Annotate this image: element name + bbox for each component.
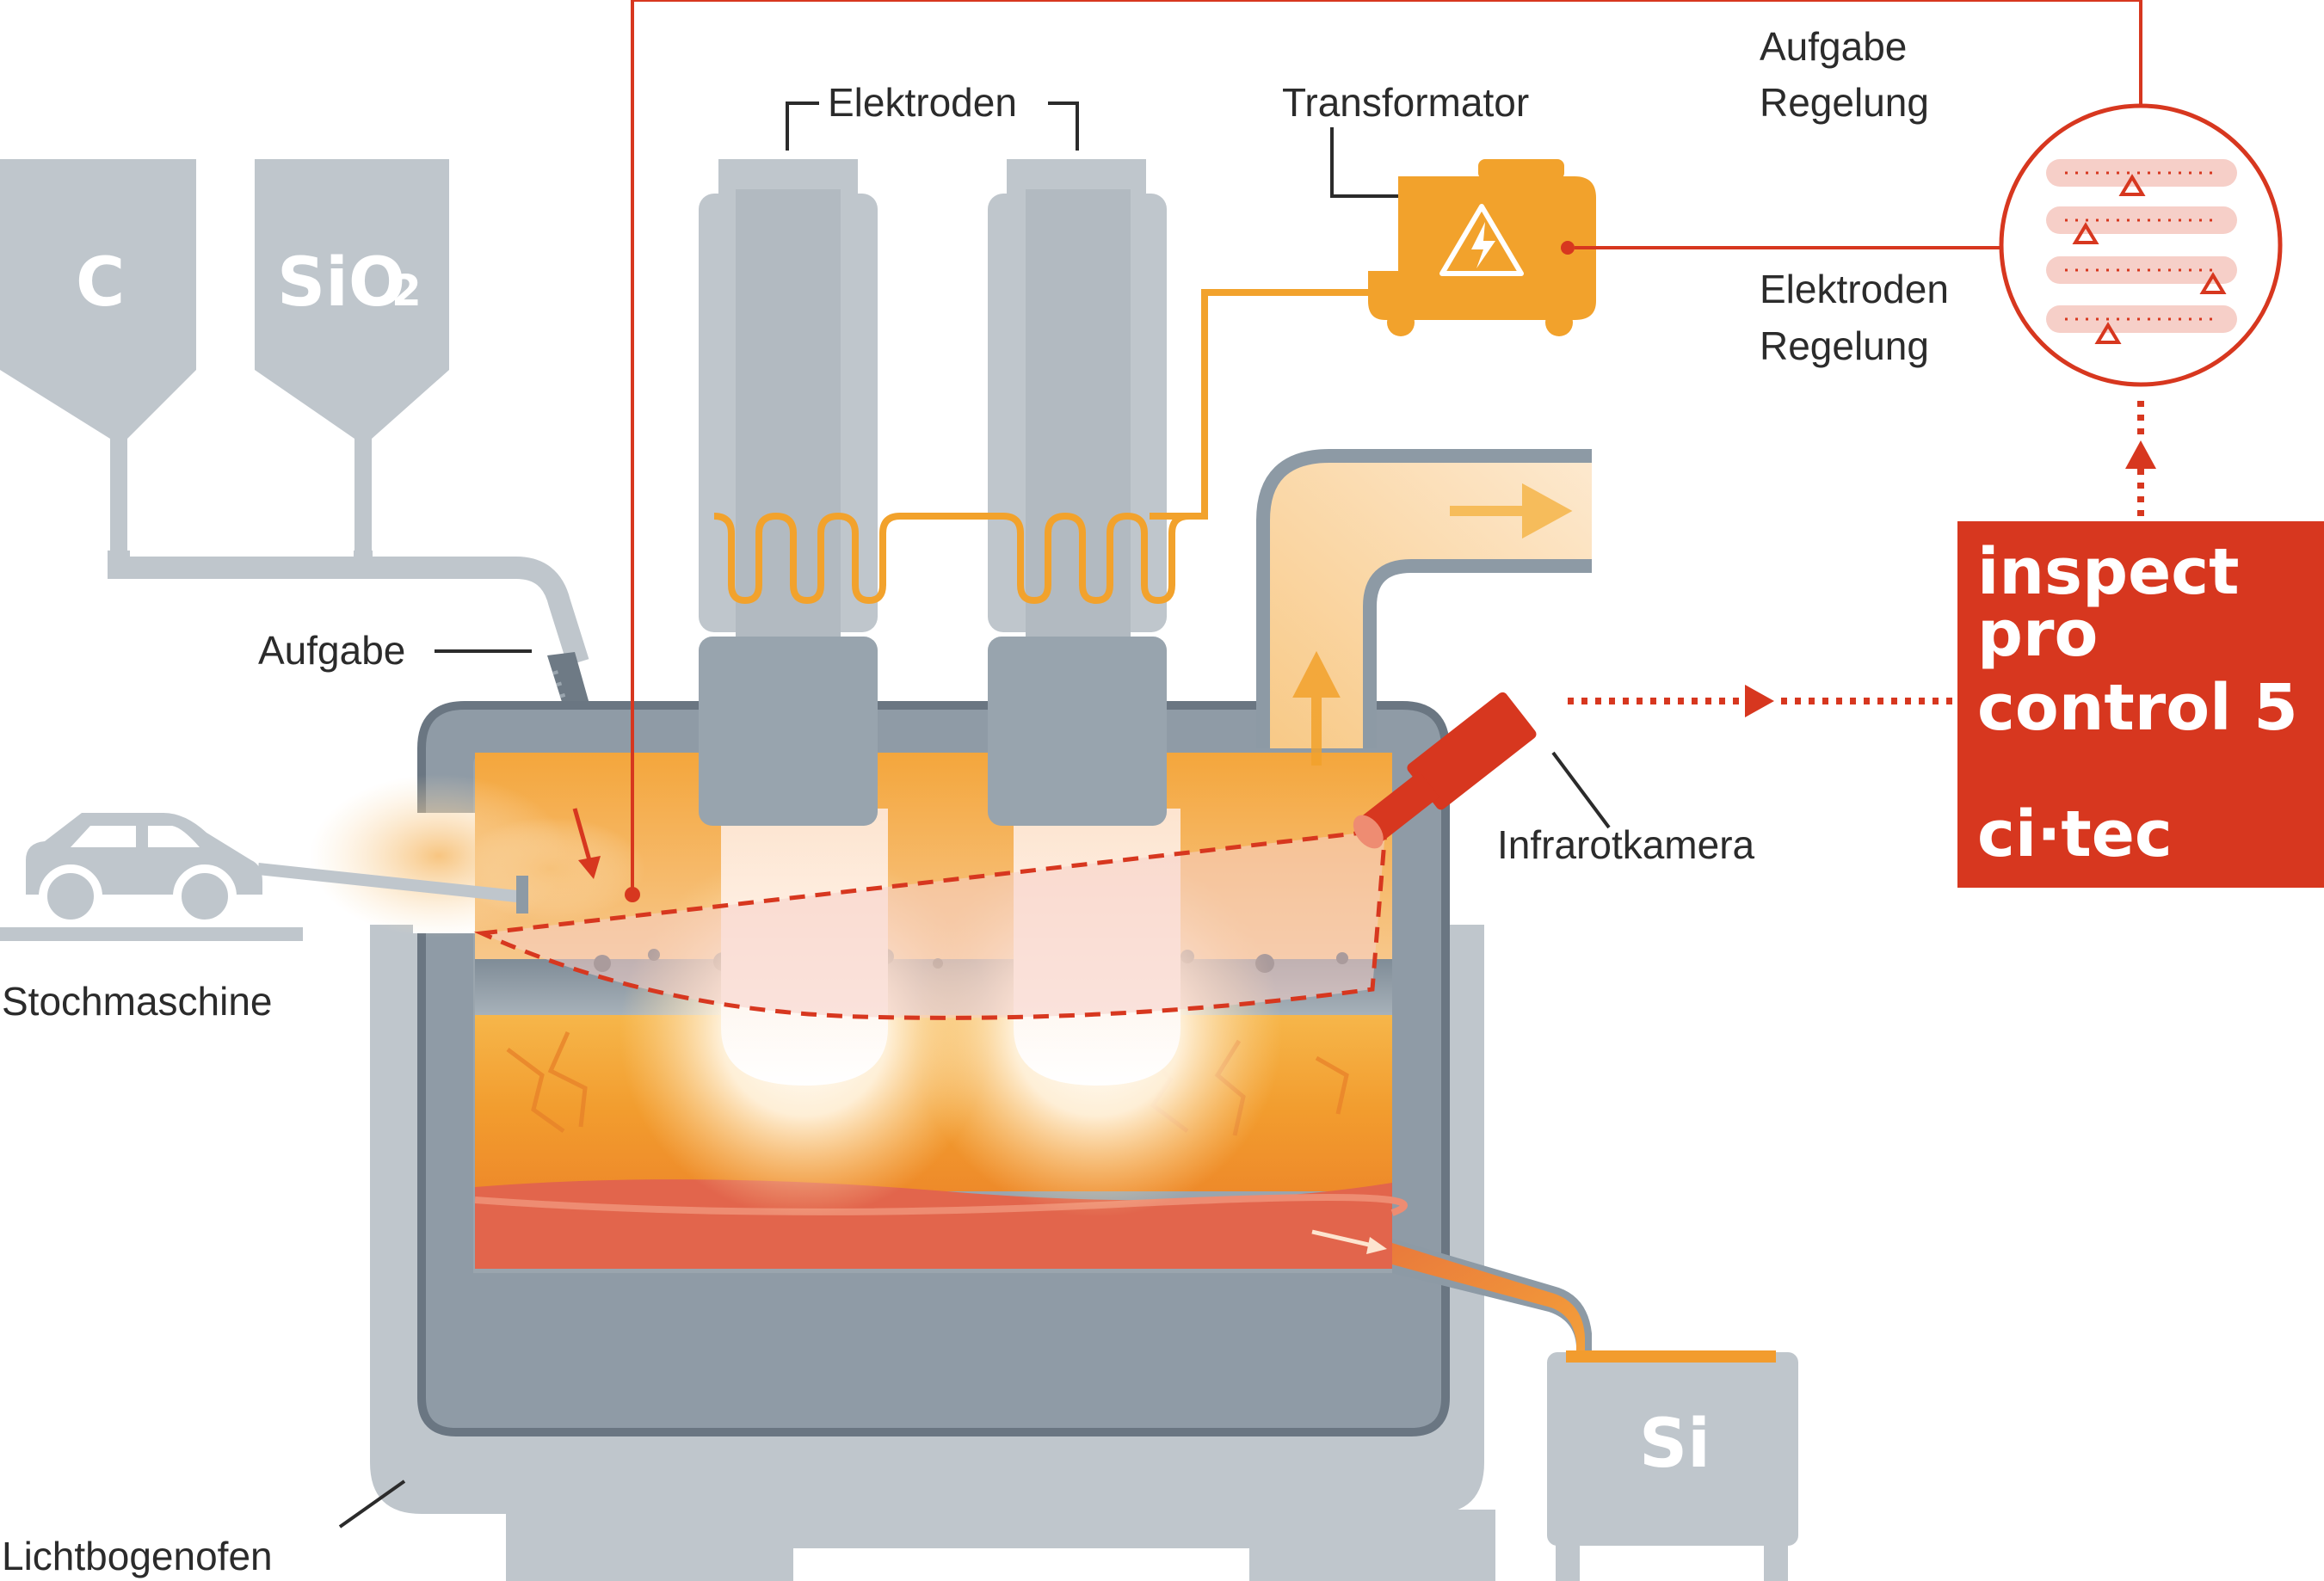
- electrodes-bracket: [786, 102, 1079, 151]
- feed-label: Aufgabe: [258, 628, 405, 673]
- feed-pipe: [108, 551, 589, 666]
- hopper-c: [0, 159, 196, 555]
- control-display: [1999, 103, 2283, 387]
- feed-control-label-1: Aufgabe: [1760, 24, 1907, 69]
- ir-camera-leader: [1551, 751, 1611, 829]
- transformer-label: Transformator: [1282, 80, 1529, 125]
- feed-control-line: [631, 0, 2142, 895]
- camera-field-of-view: [473, 827, 1388, 1020]
- tapping-arrow: [1311, 1229, 1373, 1248]
- brand-line-1: inspect: [1977, 535, 2240, 609]
- transformer: [1368, 159, 1596, 336]
- electrode-left: [699, 159, 878, 826]
- silicon-ladle: [1547, 1350, 1798, 1581]
- hopper-c-label: C: [76, 244, 125, 322]
- electrode-control-label-1: Elektroden: [1760, 267, 1949, 311]
- electrode-control-label-2: Regelung: [1760, 323, 1929, 368]
- electrode-right: [988, 159, 1167, 826]
- furnace-leader: [338, 1479, 406, 1529]
- exhaust-arrow-right: [1450, 483, 1573, 539]
- feed-direction-arrow: [572, 808, 592, 861]
- high-voltage-icon: [1439, 204, 1524, 276]
- hopper-sio2-subscript: 2: [391, 266, 422, 316]
- feed-control-label-2: Regelung: [1760, 80, 1929, 125]
- stoking-vehicle-icon: [0, 813, 528, 941]
- exhaust-arrow-up: [1292, 650, 1341, 766]
- furnace-label: Lichtbogenofen: [2, 1534, 273, 1578]
- stoking-machine-label: Stochmaschine: [2, 979, 273, 1024]
- brand-company: ci·tec: [1977, 797, 2173, 871]
- exhaust-duct: [1256, 449, 1592, 766]
- inspect-pro-control-box: inspect pro control 5 ci·tec: [1957, 521, 2324, 888]
- infrared-camera-icon: [1353, 692, 1537, 849]
- transformer-leader: [1330, 127, 1398, 198]
- ir-camera-label: Infrarotkamera: [1497, 822, 1755, 867]
- brand-line-3: control 5: [1977, 671, 2298, 745]
- hopper-sio2-label: SiO: [277, 244, 405, 322]
- hopper-sio2: [255, 159, 449, 559]
- electrodes-label: Elektroden: [828, 80, 1017, 125]
- brand-line-2: pro: [1977, 597, 2098, 671]
- molten-silicon-stream: [1392, 1243, 1585, 1355]
- product-label: Si: [1639, 1406, 1711, 1483]
- electrode-coil-cable: [713, 512, 1190, 605]
